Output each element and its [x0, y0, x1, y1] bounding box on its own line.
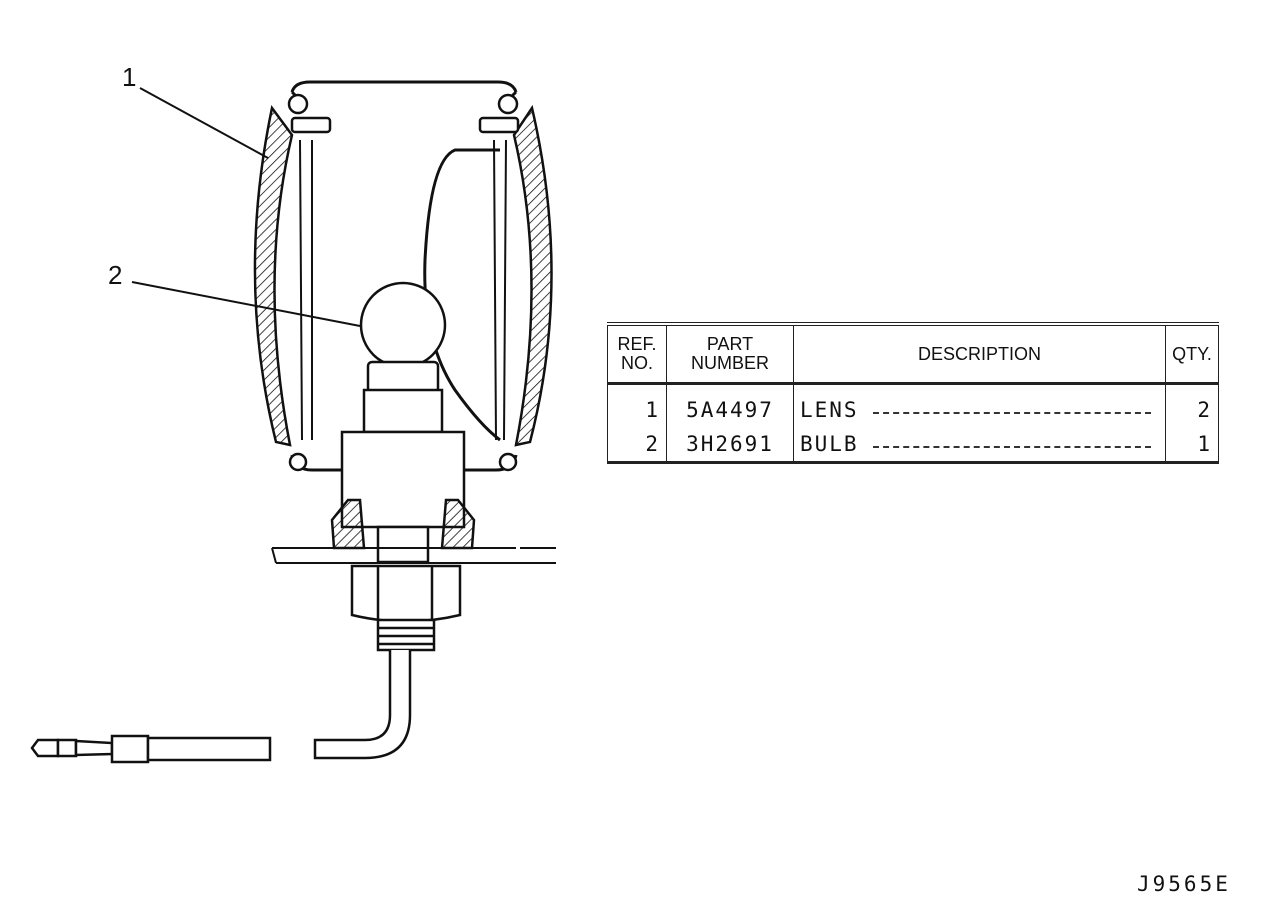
- row-part-number: 5A4497: [666, 383, 794, 427]
- header-description-text: DESCRIPTION: [917, 343, 1041, 364]
- header-qty: QTY.: [1165, 322, 1219, 385]
- row-ref: 2: [607, 427, 667, 464]
- callout-2-leader: [131, 281, 361, 327]
- header-qty-text: QTY.: [1172, 343, 1212, 364]
- right-lens-shell: [512, 104, 553, 447]
- row-description-cell: BULB: [793, 427, 1166, 464]
- callout-number-2: 2: [108, 260, 123, 290]
- bulb: [359, 281, 447, 434]
- table-row: 2 3H2691 BULB 1: [607, 427, 1219, 464]
- row-part-number: 3H2691: [666, 427, 794, 464]
- row-qty: 1: [1165, 427, 1219, 464]
- bulb-socket: [330, 430, 476, 564]
- header-description: DESCRIPTION: [793, 322, 1166, 385]
- row-ref: 1: [607, 383, 667, 427]
- drawing-number: J9565E: [1137, 872, 1231, 896]
- table-header-row: REF. NO. PART NUMBER DESCRIPTION QTY.: [607, 322, 1219, 385]
- mounting-plate: [271, 547, 556, 564]
- parts-list-table: REF. NO. PART NUMBER DESCRIPTION QTY. 1 …: [607, 322, 1219, 464]
- header-part-number-text: PART NUMBER: [690, 334, 769, 373]
- header-part-number: PART NUMBER: [666, 322, 794, 385]
- cable: [313, 650, 412, 760]
- table-row: 1 5A4497 LENS 2: [607, 383, 1219, 427]
- header-ref-no: REF. NO.: [607, 322, 667, 385]
- callout-number-1: 1: [122, 62, 137, 92]
- lens-clips: [287, 93, 520, 472]
- row-description: BULB: [800, 432, 859, 456]
- lens-glass-panels: [299, 139, 507, 441]
- dotted-leader: [872, 412, 1151, 414]
- dotted-leader: [872, 446, 1151, 448]
- row-description: LENS: [800, 398, 859, 422]
- header-ref-no-text: REF. NO.: [617, 334, 657, 373]
- mounting-nut: [350, 564, 462, 652]
- row-description-cell: LENS: [793, 383, 1166, 427]
- connector-terminal: [30, 734, 272, 764]
- left-lens-shell: [253, 105, 294, 447]
- row-qty: 2: [1165, 383, 1219, 427]
- callout-1-leader: [139, 87, 269, 159]
